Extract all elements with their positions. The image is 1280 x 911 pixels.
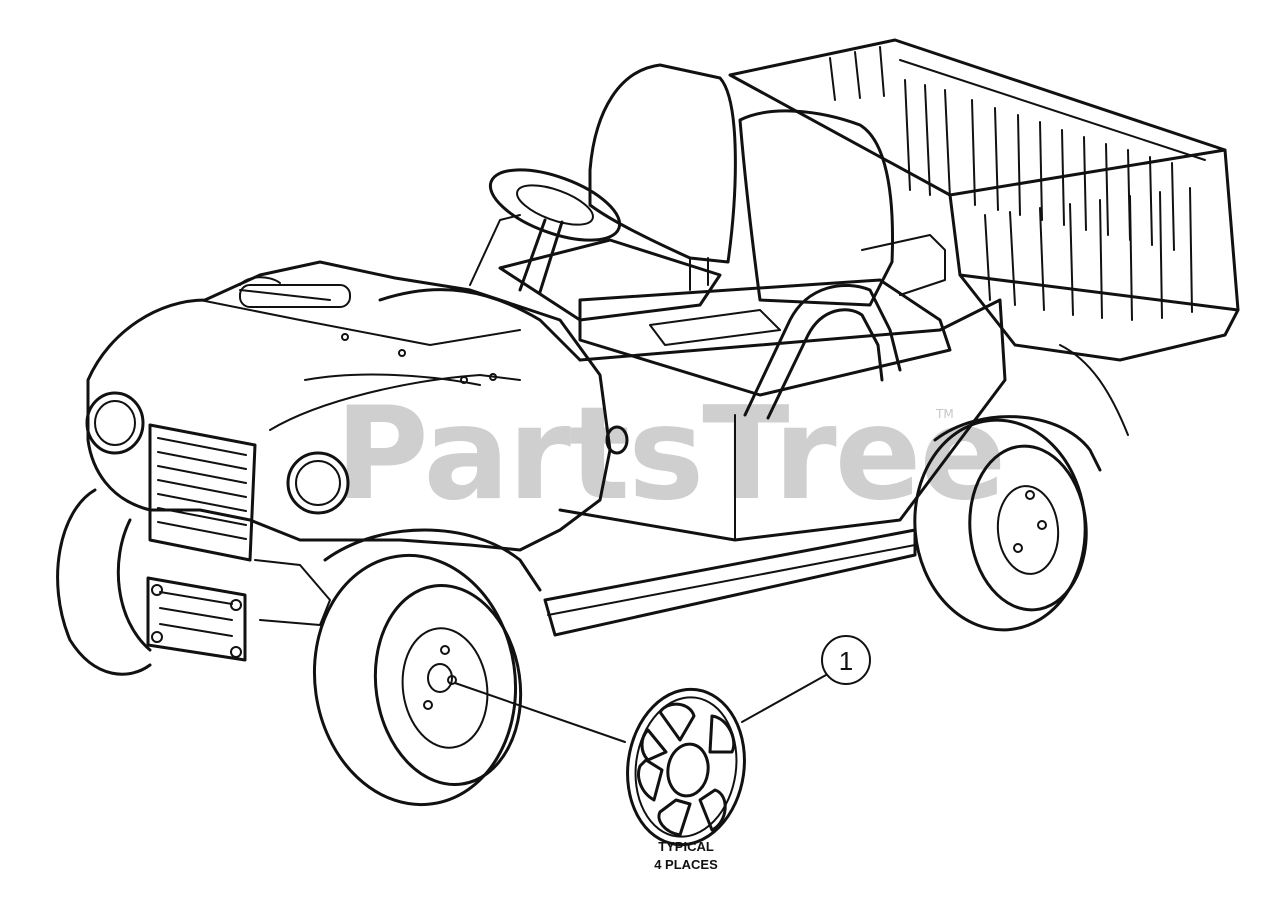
bed-slats [829,46,1193,321]
leader-line-to-cover [741,674,827,723]
callout-circle [821,635,871,685]
callout-number: 1 [839,646,853,676]
callout-1: 1 [454,635,871,743]
side-panel [543,298,1129,637]
note-line-2: 4 PLACES [654,857,718,872]
rear-right-wheel [913,418,1088,632]
note-line-1: TYPICAL [658,839,714,854]
steering-wheel [469,168,622,294]
cargo-bed [728,38,1240,362]
front-right-wheel [312,553,523,807]
wheel-cover-part [626,687,746,847]
headlight-right [286,451,350,515]
front-grille [148,423,257,562]
front-left-wheel [56,488,152,676]
fenders [323,415,1102,592]
grab-bar [743,283,902,420]
seat-backs [588,63,946,307]
leader-line-to-wheel [454,682,626,743]
watermark-trademark: TM [935,407,954,421]
seat-base [498,238,952,397]
cart-body [86,260,612,552]
headlight-left [85,391,145,455]
watermark-text: PartsTree [335,380,1004,529]
front-bumper [146,559,331,662]
typical-note: TYPICAL 4 PLACES [654,839,718,872]
